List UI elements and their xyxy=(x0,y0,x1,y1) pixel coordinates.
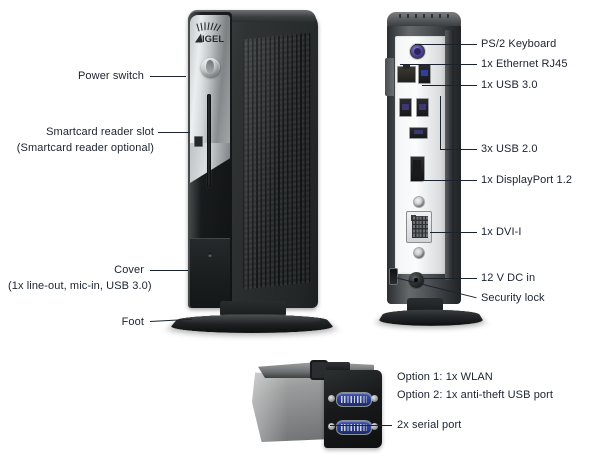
thin-client-rear-view xyxy=(375,6,503,336)
power-switch[interactable] xyxy=(201,58,220,77)
security-lock-slot[interactable] xyxy=(389,268,398,285)
leader-displayport xyxy=(423,180,477,181)
usb30-port[interactable] xyxy=(418,64,431,84)
leader-serial-ports xyxy=(330,425,392,426)
igel-logo-icon: IGEL xyxy=(193,22,227,48)
leader-dvi-i xyxy=(430,232,477,233)
smartcard-reader-slot[interactable] xyxy=(207,94,211,187)
leader-dc-in xyxy=(424,278,477,279)
callout-ethernet: 1x Ethernet RJ45 xyxy=(481,58,568,70)
callout-ps2-keyboard: PS/2 Keyboard xyxy=(481,38,557,50)
ethernet-rj45-port[interactable] xyxy=(397,64,416,83)
cover-latch-icon xyxy=(208,253,212,257)
callout-smartcard-slot: Smartcard reader slot xyxy=(46,126,154,138)
callout-dc-in: 12 V DC in xyxy=(481,272,536,284)
leader-usb20-v xyxy=(440,96,441,150)
callout-foot: Foot xyxy=(121,316,144,328)
leader-usb20-h xyxy=(440,149,477,150)
foot-highlight xyxy=(177,313,325,325)
smartcard-icon xyxy=(194,136,203,147)
leader-usb30 xyxy=(422,85,477,86)
svg-text:IGEL: IGEL xyxy=(202,34,224,45)
callout-smartcard-optional: (Smartcard reader optional) xyxy=(16,142,154,154)
rear-foot xyxy=(375,309,487,326)
callout-antitheft-usb-option: Option 2: 1x anti-theft USB port xyxy=(397,389,554,401)
callout-power-switch: Power switch xyxy=(78,70,144,82)
usb20-port-3[interactable] xyxy=(409,127,428,139)
case-flange xyxy=(385,58,394,96)
callout-usb30: 1x USB 3.0 xyxy=(481,79,538,91)
callout-dvi-i: 1x DVI-I xyxy=(481,226,522,238)
leader-power-switch xyxy=(150,76,186,77)
callout-security-lock: Security lock xyxy=(481,292,545,304)
callout-cover: Cover xyxy=(114,264,144,276)
top-vent-slots xyxy=(399,14,449,18)
serial-screw-2-left xyxy=(328,423,335,430)
front-cover[interactable] xyxy=(190,238,230,308)
dvi-i-port[interactable] xyxy=(406,211,432,243)
serial-port-2[interactable] xyxy=(336,420,372,435)
displayport-port[interactable] xyxy=(410,156,425,182)
dvi-screw-post-bottom xyxy=(413,247,425,259)
module-side-panel xyxy=(252,372,332,442)
callout-usb20: 3x USB 2.0 xyxy=(481,143,538,155)
usb20-port-2[interactable] xyxy=(416,98,429,117)
serial-screw-1-left xyxy=(328,395,335,402)
leader-ps2-keyboard xyxy=(415,44,477,45)
leader-smartcard-slot xyxy=(158,132,190,133)
leader-cover xyxy=(150,270,188,271)
leader-ethernet xyxy=(400,64,477,65)
callout-wlan-option: Option 1: 1x WLAN xyxy=(397,371,493,383)
module-face-panel xyxy=(324,370,382,448)
callout-serial-ports: 2x serial port xyxy=(397,419,462,431)
usb20-port-1[interactable] xyxy=(399,98,412,117)
serial-expansion-module xyxy=(248,358,408,454)
serial-screw-1-right xyxy=(371,395,378,402)
stand-neck xyxy=(220,301,286,317)
dvi-screw-post-top xyxy=(413,196,425,208)
thin-client-front-view: IGEL xyxy=(160,6,340,336)
callout-displayport: 1x DisplayPort 1.2 xyxy=(481,174,573,186)
module-side-highlight xyxy=(252,372,332,442)
ventilation-sheen xyxy=(243,32,311,290)
rear-case-edge xyxy=(445,30,454,280)
serial-port-1[interactable] xyxy=(336,392,372,407)
serial-screw-2-right xyxy=(371,423,378,430)
callout-cover-ports: (1x line-out, mic-in, USB 3.0) xyxy=(8,280,152,292)
ps2-keyboard-port[interactable] xyxy=(410,44,425,59)
